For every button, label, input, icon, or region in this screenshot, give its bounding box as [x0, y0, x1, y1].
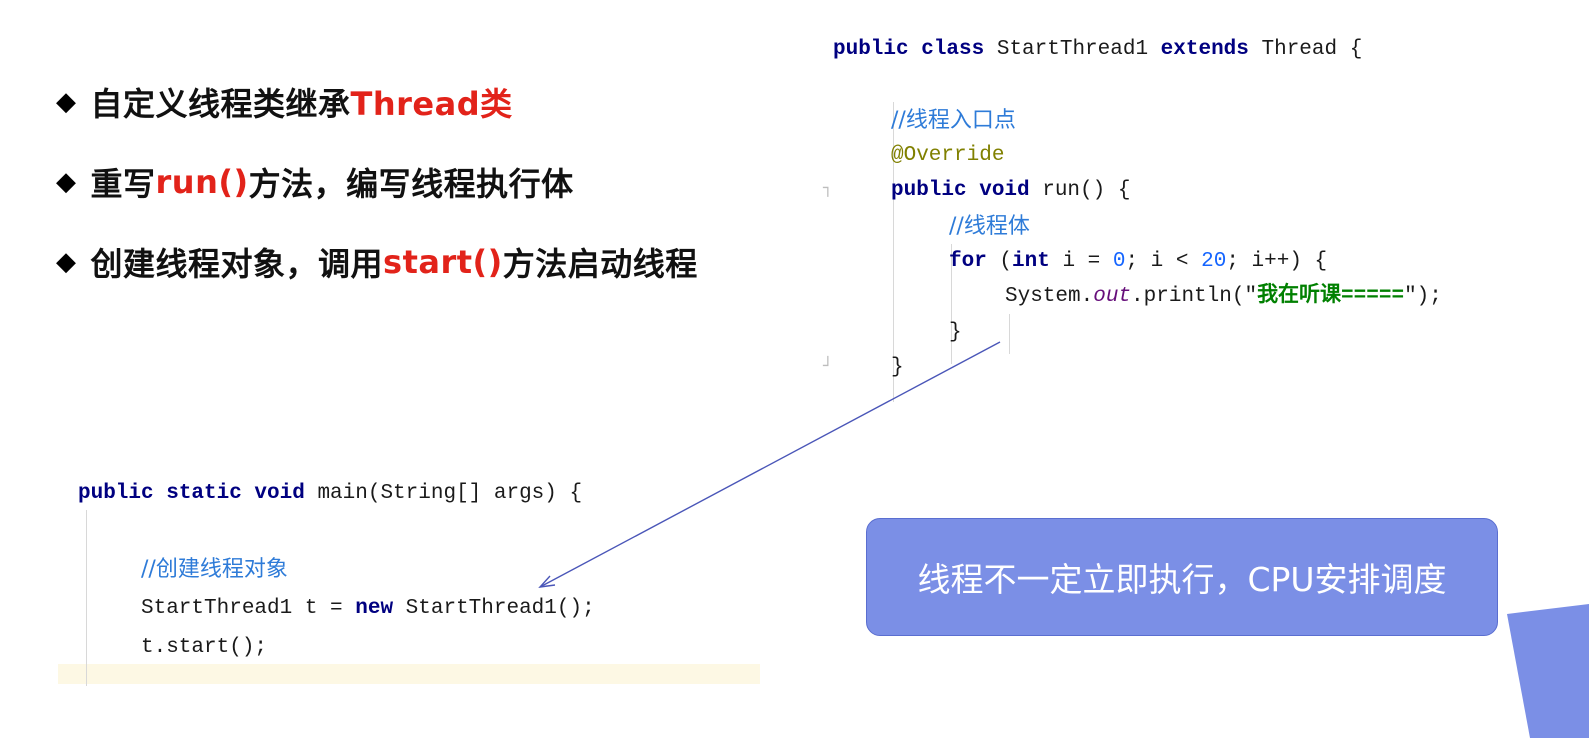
bullet-text: 自定义线程类继承 [90, 85, 351, 123]
diamond-bullet-icon: ◆ [56, 167, 77, 197]
keyword: int [1012, 250, 1050, 273]
annotation: @Override [891, 144, 1005, 167]
code-text: "); [1404, 285, 1442, 308]
code-line: for (int i = 0; i < 20; i++) { [949, 244, 1327, 280]
static-field: out [1093, 285, 1132, 308]
bullet-highlight: Thread类 [350, 85, 513, 123]
bullet-highlight: run() [155, 163, 249, 201]
diamond-bullet-icon: ◆ [56, 247, 77, 277]
number-literal: 20 [1201, 250, 1227, 273]
bullet-text: 创建线程对象，调用 [90, 245, 384, 283]
code-line: } [891, 350, 904, 386]
thread-class-code: ┐ ┘ public class StartThread1 extends Th… [823, 32, 1573, 412]
code-line: public static void main(String[] args) { [78, 476, 582, 512]
code-line: //线程体 [949, 209, 1030, 245]
code-comment: //线程体 [949, 214, 1030, 239]
bullet-text: 重写 [90, 165, 156, 203]
code-comment: //线程入口点 [891, 108, 1016, 133]
code-text: .println(" [1131, 285, 1258, 308]
keyword: for [949, 250, 987, 273]
code-text: t.start(); [141, 636, 268, 659]
current-line-highlight [58, 664, 760, 684]
fold-marker-icon: ┐ [823, 178, 833, 197]
keyword: public void [891, 179, 1030, 202]
code-text: run() { [1029, 179, 1131, 202]
code-text: StartThread1 t = [141, 597, 356, 620]
keyword: new [355, 597, 394, 620]
number-literal: 0 [1112, 250, 1126, 273]
code-text: i = [1049, 250, 1113, 273]
code-text: Thread { [1248, 38, 1363, 61]
code-text: ; i < [1125, 250, 1202, 273]
code-line: public void run() { [891, 173, 1130, 209]
code-line: //线程入口点 [891, 103, 1016, 139]
callout-text: 线程不一定立即执行，CPU安排调度 [917, 560, 1447, 599]
code-line: System.out.println("我在听课====="); [1005, 279, 1442, 315]
main-method-code: public static void main(String[] args) {… [78, 476, 768, 686]
indent-guide [1009, 314, 1010, 354]
diamond-bullet-icon: ◆ [56, 87, 77, 117]
closing-brace: } [949, 321, 962, 344]
indent-guide [951, 244, 952, 364]
corner-decoration-shape [1507, 604, 1589, 738]
code-text: ( [986, 250, 1013, 273]
keyword: extends [1160, 38, 1249, 61]
indent-guide [893, 102, 894, 402]
code-line: } [949, 315, 962, 351]
callout-box: 线程不一定立即执行，CPU安排调度 [866, 518, 1498, 636]
code-text: main(String[] args) { [304, 482, 583, 505]
bullet-highlight: start() [383, 243, 503, 281]
closing-brace: } [891, 356, 904, 379]
code-line: @Override [891, 138, 1004, 174]
keyword: public static void [78, 482, 305, 505]
code-line: public class StartThread1 extends Thread… [833, 32, 1362, 68]
code-line: StartThread1 t = new StartThread1(); [141, 591, 595, 627]
code-comment: //创建线程对象 [141, 557, 288, 582]
string-literal: 我在听课===== [1257, 285, 1405, 308]
code-line: t.start(); [141, 630, 267, 666]
code-text: ; i++) { [1226, 250, 1328, 273]
indent-guide [86, 510, 87, 686]
fold-marker-icon: ┘ [823, 356, 833, 375]
code-text: StartThread1(); [393, 597, 595, 620]
class-name: StartThread1 [984, 38, 1161, 61]
bullet-text-tail: 方法启动线程 [502, 245, 698, 283]
code-text: System. [1005, 285, 1094, 308]
code-line: //创建线程对象 [141, 552, 288, 588]
bullet-text-tail: 方法，编写线程执行体 [248, 165, 574, 203]
keyword: public class [833, 38, 985, 61]
